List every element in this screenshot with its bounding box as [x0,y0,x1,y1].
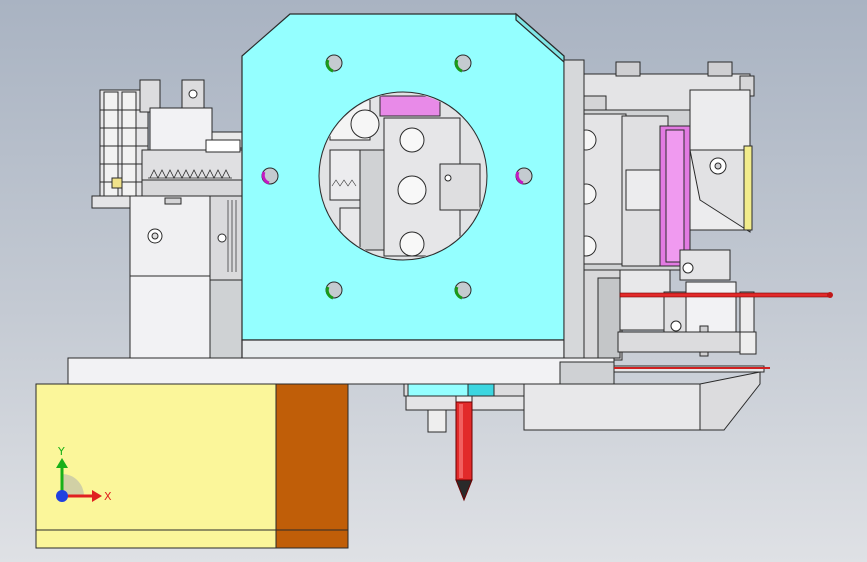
coordinate-triad: Y X [56,445,112,503]
yellow-block [35,383,277,549]
hole-mid-left [261,167,279,185]
base-rail-assembly [67,357,770,433]
hole-top-left [325,54,343,73]
rack-teeth [149,169,231,179]
base-rail [67,357,615,385]
y-axis-label: Y [57,445,65,458]
z-axis-dot [56,490,68,502]
chain-mount-block [149,107,213,151]
material-block [35,383,349,549]
red-probe-pin [455,395,473,502]
right-frame-assembly [559,61,757,361]
plate-side-edge [563,59,585,361]
hole-mid-right [515,167,533,185]
motor-housing [129,195,211,277]
x-axis-label: X [104,490,112,503]
cable-chain-assembly [91,79,243,209]
red-feed-rod [619,292,833,298]
center-bore [318,91,488,261]
motor-base [129,275,211,359]
plate-bolt-holes [261,54,533,300]
gripper-block [685,281,737,341]
hole-bottom-right [454,281,472,300]
lower-slide [523,383,725,431]
left-motor-assembly [129,195,245,359]
hole-bottom-left [325,281,343,300]
hole-top-right [454,54,472,73]
copper-block [275,383,349,549]
